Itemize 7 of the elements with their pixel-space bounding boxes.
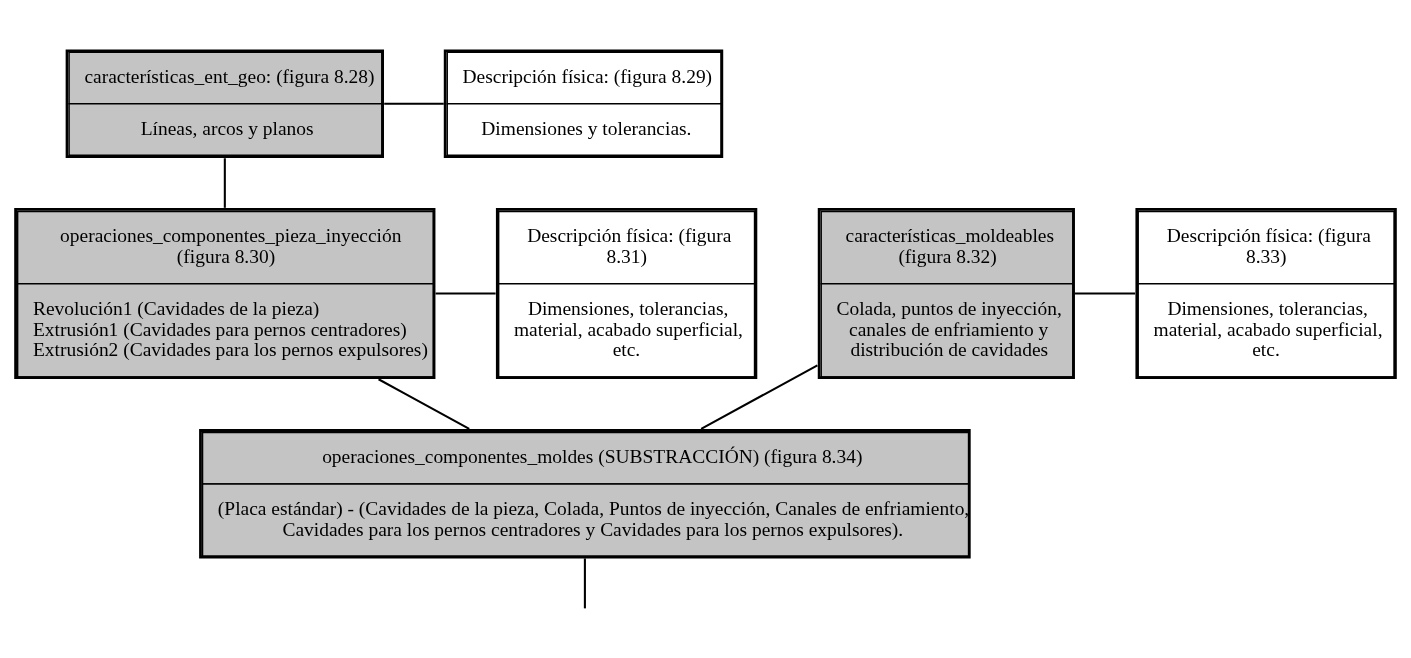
connector	[700, 363, 818, 430]
connector	[378, 377, 470, 430]
connector	[384, 102, 444, 105]
connector	[1075, 292, 1136, 295]
connector	[223, 157, 226, 208]
connector	[435, 292, 496, 295]
connector	[583, 557, 586, 608]
